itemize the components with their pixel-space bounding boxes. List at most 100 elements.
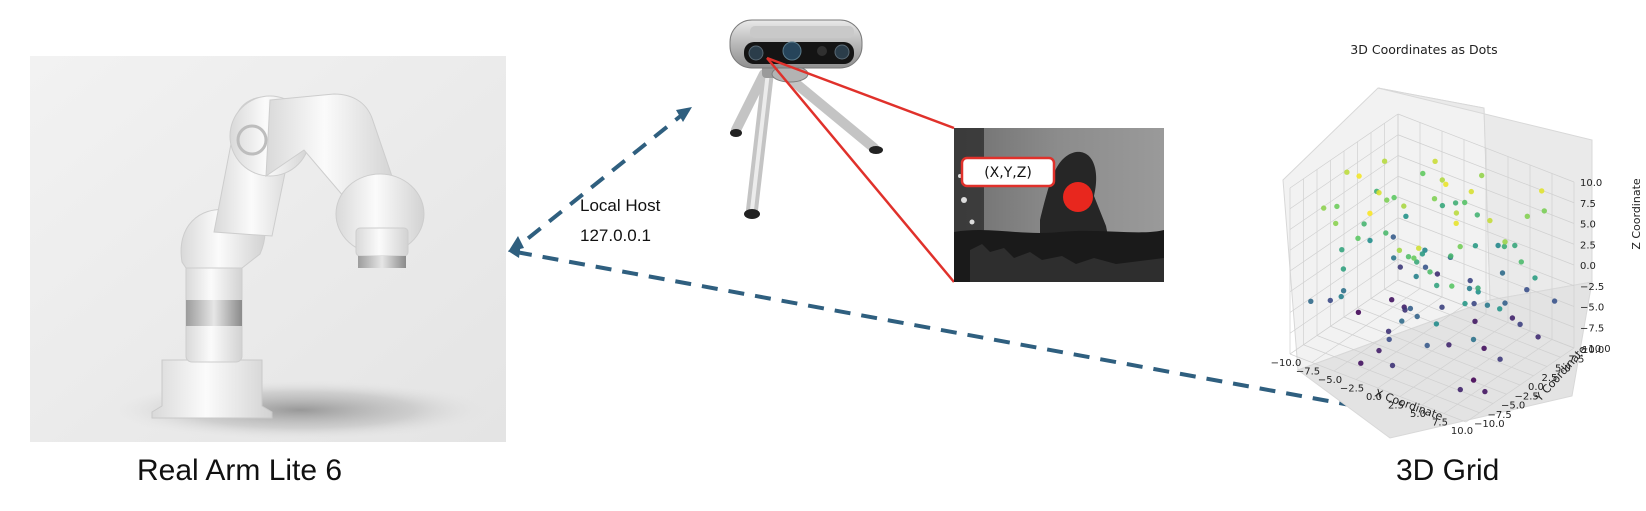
z-tick-label: 5.0 — [1580, 220, 1596, 231]
data-point — [1471, 300, 1477, 307]
data-point — [1427, 269, 1433, 275]
wall-gridline-z — [1397, 134, 1575, 204]
data-point — [1376, 347, 1382, 354]
x-tick-label: −5.0 — [1318, 375, 1342, 386]
arm-arrowhead-lower — [508, 242, 521, 258]
data-point — [1405, 254, 1412, 260]
data-point — [1327, 297, 1334, 304]
data-point — [1472, 243, 1479, 249]
plot-tick-labels: −10.0−7.5−5.0−2.50.02.55.07.510.0−10.0−7… — [1271, 178, 1611, 437]
data-point — [1462, 300, 1468, 307]
data-point — [1466, 285, 1473, 292]
data-point — [1432, 158, 1438, 164]
data-point — [1532, 275, 1538, 281]
y-tick-label: 7.5 — [1569, 354, 1585, 365]
data-point — [1390, 234, 1397, 240]
data-point — [1518, 259, 1525, 265]
data-point — [1419, 251, 1426, 257]
z-tick-label: 7.5 — [1580, 199, 1596, 210]
data-point — [1524, 287, 1530, 293]
data-point — [1367, 237, 1373, 244]
data-point — [1411, 255, 1417, 261]
data-point — [1416, 245, 1422, 251]
data-point — [1470, 336, 1477, 343]
x-tick-label: −2.5 — [1340, 384, 1364, 395]
data-point — [1401, 203, 1407, 209]
y-tick-label: −7.5 — [1488, 410, 1512, 421]
data-point — [1479, 172, 1485, 179]
data-point — [1453, 210, 1460, 216]
data-point — [1467, 277, 1473, 284]
data-point — [1524, 213, 1531, 219]
scatter-3d-plot: 3D Coordinates as Dots −10.0−7.5−5.0−2.5… — [1271, 42, 1643, 439]
data-point — [1340, 266, 1347, 272]
data-point — [1355, 309, 1362, 315]
data-point — [1551, 298, 1558, 304]
data-point — [1413, 273, 1419, 280]
data-point — [1422, 264, 1429, 270]
arm-grid-connector — [515, 250, 1433, 422]
data-point — [1433, 321, 1440, 327]
arm-caption: Real Arm Lite 6 — [137, 454, 343, 487]
data-point — [1501, 243, 1508, 250]
data-point — [1446, 342, 1452, 348]
data-point — [1383, 230, 1389, 236]
data-point — [1495, 242, 1501, 249]
local-host-label: Local Host — [580, 196, 661, 215]
data-point — [1457, 386, 1464, 393]
data-point — [1334, 203, 1340, 210]
floor-gridline-x — [1399, 322, 1509, 397]
plot-title: 3D Coordinates as Dots — [1350, 42, 1497, 57]
floor-gridline-x — [1465, 347, 1575, 423]
data-point — [1475, 285, 1481, 291]
x-tick-label: 7.5 — [1432, 418, 1448, 429]
z-tick-label: −2.5 — [1580, 282, 1604, 293]
data-point — [1434, 271, 1441, 277]
depth-camera-image — [729, 19, 883, 219]
data-point — [1381, 158, 1388, 164]
z-tick-label: −7.5 — [1580, 323, 1604, 334]
data-point — [1407, 305, 1414, 312]
data-point — [1389, 297, 1395, 303]
data-point — [1376, 190, 1382, 196]
z-tick-label: 0.0 — [1580, 261, 1596, 272]
data-point — [1487, 217, 1493, 224]
data-point — [1468, 188, 1475, 195]
x-tick-label: 5.0 — [1410, 409, 1426, 420]
z-axis-label: Z Coordinate — [1630, 178, 1643, 250]
local-host-ip: 127.0.0.1 — [580, 226, 651, 245]
data-point — [1431, 196, 1438, 202]
data-point — [1481, 345, 1487, 351]
data-point — [1439, 202, 1446, 209]
data-point — [1339, 247, 1345, 253]
coordinate-callout-label: (X,Y,Z) — [984, 165, 1032, 181]
data-point — [1472, 318, 1478, 324]
robot-arm-image — [30, 56, 506, 442]
x-tick-label: 0.0 — [1366, 392, 1382, 403]
camera-view-lines — [766, 56, 955, 283]
data-point — [1535, 334, 1541, 340]
data-point — [1470, 377, 1477, 383]
data-point — [1457, 243, 1463, 250]
grid-caption: 3D Grid — [1396, 454, 1500, 487]
z-tick-label: 10.0 — [1580, 178, 1602, 189]
side-gridline-z — [1289, 134, 1399, 210]
data-point — [1356, 173, 1362, 179]
data-point — [1396, 247, 1403, 253]
data-point — [1420, 170, 1426, 177]
floor-pane — [1296, 281, 1593, 439]
side-gridline-z — [1289, 196, 1399, 272]
data-point — [1452, 200, 1459, 206]
data-point — [1475, 289, 1481, 295]
target-point-marker — [1063, 182, 1093, 212]
data-point — [1358, 360, 1364, 366]
data-point — [1391, 255, 1397, 261]
y-tick-label: −10.0 — [1474, 419, 1505, 430]
data-point — [1439, 177, 1446, 183]
data-point — [1474, 212, 1481, 218]
data-point — [1497, 356, 1503, 362]
floor-gridline-y — [1370, 298, 1548, 367]
arm-camera-connector — [514, 108, 690, 250]
data-point — [1502, 300, 1508, 306]
